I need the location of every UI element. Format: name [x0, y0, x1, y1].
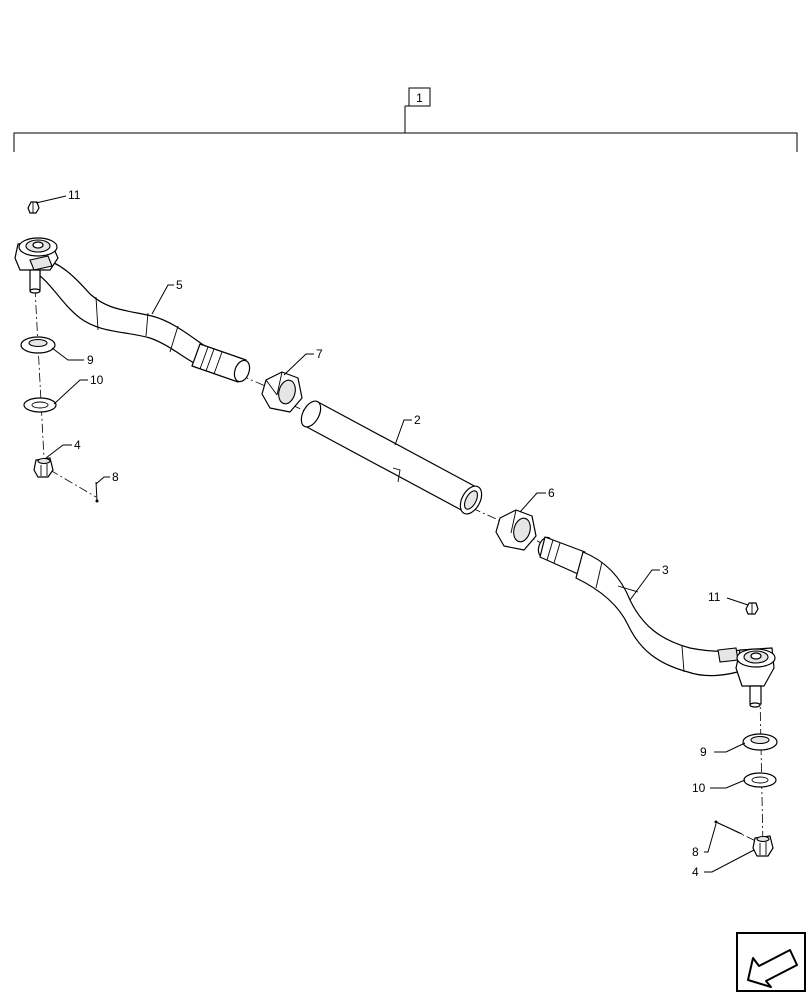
- right-washer-9: [742, 733, 778, 751]
- right-cotter-pin: [714, 820, 743, 835]
- right-washer-10: [743, 772, 777, 788]
- callout-left-tie-rod-end-5: 5: [176, 278, 183, 292]
- callout-right-castle-nut-4: 4: [692, 865, 699, 879]
- left-tie-rod-end: [14, 237, 251, 383]
- left-nut: [27, 201, 40, 214]
- callout-right-jam-nut-6: 6: [548, 486, 555, 500]
- assembly-number: 1: [416, 91, 423, 105]
- right-jam-nut: [495, 509, 537, 551]
- right-nut: [745, 602, 759, 615]
- callout-left-washer-10: 10: [90, 373, 104, 387]
- assembly-bracket: 1: [13, 87, 798, 152]
- callout-right-washer-10: 10: [692, 781, 706, 795]
- left-cotter-pin: [95, 481, 99, 503]
- callout-left-cotter-pin-8: 8: [112, 470, 119, 484]
- callout-labels: 11 5 7 9 10 4 8 2 6 3 11 9 10 8 4: [35, 188, 755, 879]
- callout-right-tie-rod-end-3: 3: [662, 563, 669, 577]
- left-jam-nut: [261, 371, 303, 413]
- left-castle-nut: [33, 457, 54, 478]
- right-castle-nut: [752, 835, 774, 857]
- sleeve: [300, 400, 483, 515]
- callout-right-washer-9: 9: [700, 745, 707, 759]
- callout-left-castle-nut-4: 4: [74, 438, 81, 452]
- callout-right-cotter-pin-8: 8: [692, 845, 699, 859]
- left-washer-9: [20, 336, 56, 354]
- right-tie-rod-end: [537, 536, 776, 708]
- callout-sleeve-2: 2: [414, 413, 421, 427]
- callout-left-jam-nut-7: 7: [316, 347, 323, 361]
- center-lines: [34, 287, 764, 849]
- callout-left-washer-9: 9: [87, 353, 94, 367]
- callout-right-nut-11: 11: [708, 590, 721, 604]
- arrow-icon[interactable]: [736, 932, 806, 992]
- callout-left-nut-11: 11: [68, 188, 81, 202]
- left-washer-10: [23, 397, 57, 413]
